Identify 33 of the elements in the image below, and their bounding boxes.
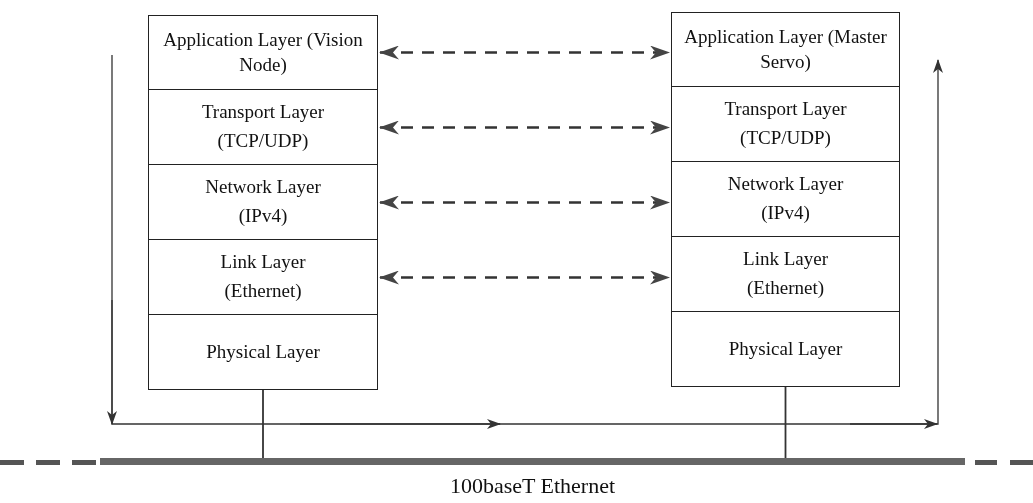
layer-label: (TCP/UDP) <box>740 126 831 150</box>
layer-box <box>148 239 378 315</box>
layer-box <box>671 12 900 87</box>
layer-label: Link Layer <box>220 250 306 275</box>
layer-label: (TCP/UDP) <box>217 129 309 153</box>
layer-box <box>148 164 378 240</box>
layer-box <box>671 311 900 387</box>
layer-label: Application Layer (Vision Node) <box>162 27 364 77</box>
connector-line <box>262 389 264 459</box>
layer-box <box>148 15 378 90</box>
peer-arrow <box>379 195 670 210</box>
layer-label: Physical Layer <box>206 339 320 364</box>
layer-box <box>148 89 378 165</box>
layer-label: (IPv4) <box>238 204 288 228</box>
bus-label: 100baseT Ethernet <box>449 475 616 497</box>
peer-arrow <box>379 45 670 60</box>
layer-box <box>148 314 378 390</box>
connector-line <box>784 386 787 459</box>
layer-label: (Ethernet) <box>224 279 302 303</box>
layer-label: Transport Layer <box>201 100 325 125</box>
layer-label: Application Layer (Master Servo) <box>683 24 888 74</box>
layer-label: Network Layer <box>727 172 844 197</box>
layer-label: (IPv4) <box>761 201 810 225</box>
layer-label: Physical Layer <box>728 336 843 361</box>
layer-box <box>671 86 900 162</box>
layer-box <box>671 161 900 237</box>
layer-box <box>671 236 900 312</box>
peer-arrow <box>379 120 670 135</box>
layer-label: Transport Layer <box>724 97 847 122</box>
layer-label: Network Layer <box>205 175 321 200</box>
layer-label: Link Layer <box>743 247 828 272</box>
peer-arrow <box>379 270 670 285</box>
layer-label: (Ethernet) <box>747 276 824 300</box>
